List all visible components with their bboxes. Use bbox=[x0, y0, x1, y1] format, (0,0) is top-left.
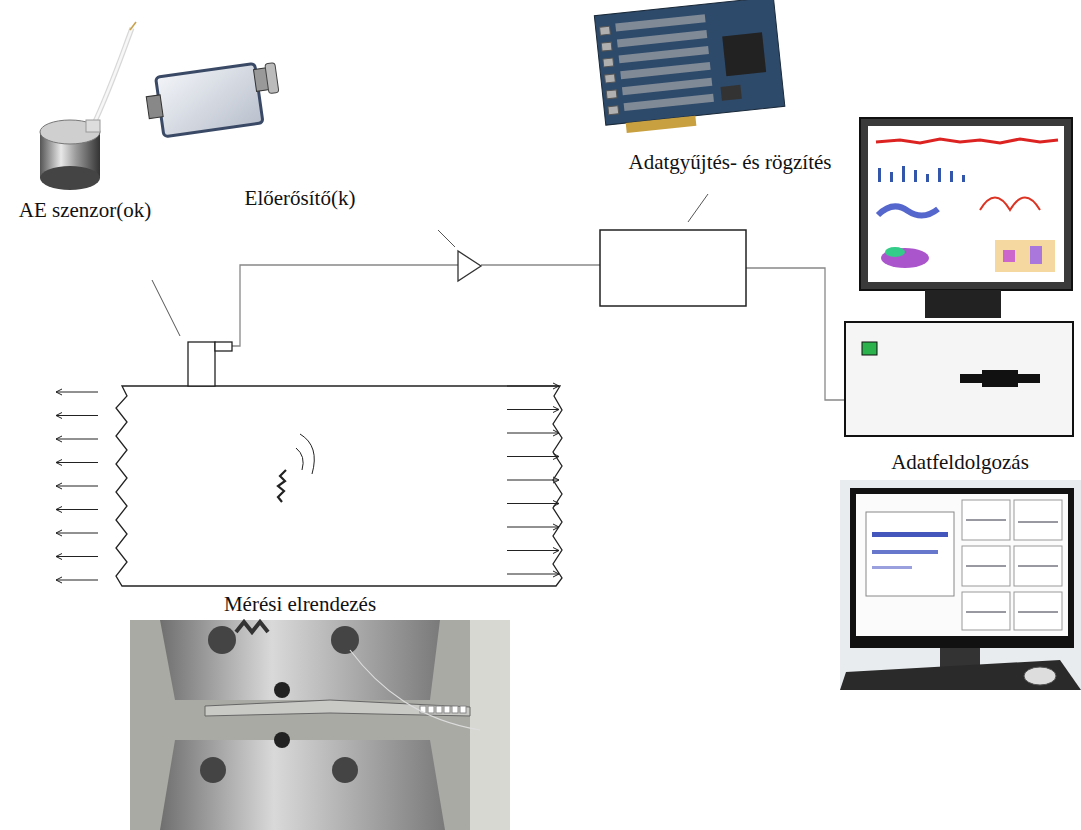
sensor-photo bbox=[40, 22, 136, 190]
sensor-symbol bbox=[188, 342, 232, 386]
daq-box bbox=[600, 230, 746, 306]
amplifier-symbol bbox=[458, 251, 481, 281]
processing-label: Adatfeldolgozás bbox=[891, 450, 1029, 474]
daq-card-photo bbox=[594, 0, 786, 135]
preamplifier-photo bbox=[144, 61, 283, 139]
workstation-photo bbox=[840, 480, 1081, 690]
load-arrows bbox=[56, 383, 559, 583]
setup-label: Mérési elrendezés bbox=[224, 592, 376, 616]
crack-wave bbox=[278, 434, 314, 502]
preamplifier-label: Előerősítő(k) bbox=[245, 186, 356, 210]
daq-label: Adatgyűjtés- és rögzítés bbox=[629, 150, 832, 174]
signal-wires bbox=[232, 265, 845, 400]
specimen bbox=[116, 386, 562, 586]
computer-symbol bbox=[845, 118, 1073, 436]
sensor-label: AE szenzor(ok) bbox=[19, 198, 151, 222]
test-machine-photo bbox=[130, 620, 510, 830]
